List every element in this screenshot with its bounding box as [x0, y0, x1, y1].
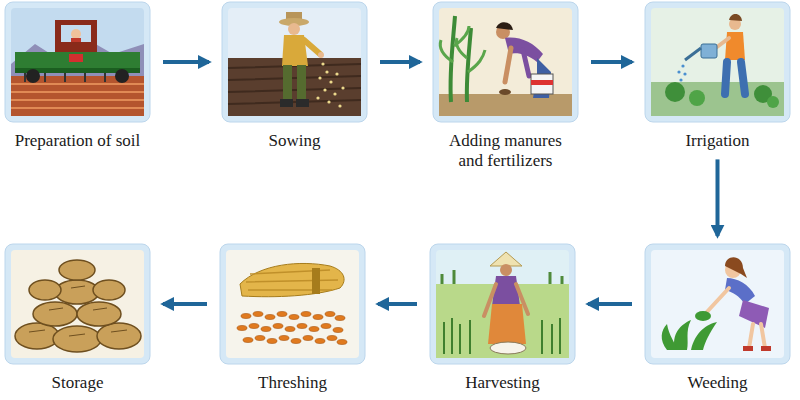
stage-label: Threshing: [258, 373, 327, 393]
stage-box: Sowing: [222, 2, 367, 151]
stage-box: Storage: [5, 244, 150, 393]
sowing-picture: [222, 2, 367, 122]
stage-label: Storage: [52, 373, 104, 393]
flow-arrow: [380, 60, 420, 64]
stage-label: Preparation of soil: [15, 131, 141, 151]
stage-box: Irrigation: [645, 2, 790, 151]
stage-box: Adding manures and fertilizers: [433, 2, 578, 172]
threshing-picture: [220, 244, 365, 364]
stage-box: Harvesting: [430, 244, 575, 393]
stage-box: Threshing: [220, 244, 365, 393]
stage-label: Harvesting: [465, 373, 540, 393]
flow-arrow: [716, 159, 720, 236]
flow-arrow: [163, 60, 209, 64]
stage-label: Sowing: [269, 131, 321, 151]
flow-arrow: [163, 302, 207, 306]
flow-arrow: [378, 302, 417, 306]
stage-label: Adding manures and fertilizers: [447, 131, 565, 172]
stage-label: Weeding: [688, 373, 748, 393]
storage-picture: [5, 244, 150, 364]
watering-picture: [645, 2, 790, 122]
manure-picture: [433, 2, 578, 122]
stage-box: Weeding: [645, 244, 790, 393]
flow-arrow: [588, 302, 632, 306]
tractor-picture: [5, 2, 150, 122]
stage-box: Preparation of soil: [5, 2, 150, 151]
flow-arrow: [591, 60, 632, 64]
stage-label: Irrigation: [685, 131, 749, 151]
weeding-picture: [645, 244, 790, 364]
harvest-picture: [430, 244, 575, 364]
